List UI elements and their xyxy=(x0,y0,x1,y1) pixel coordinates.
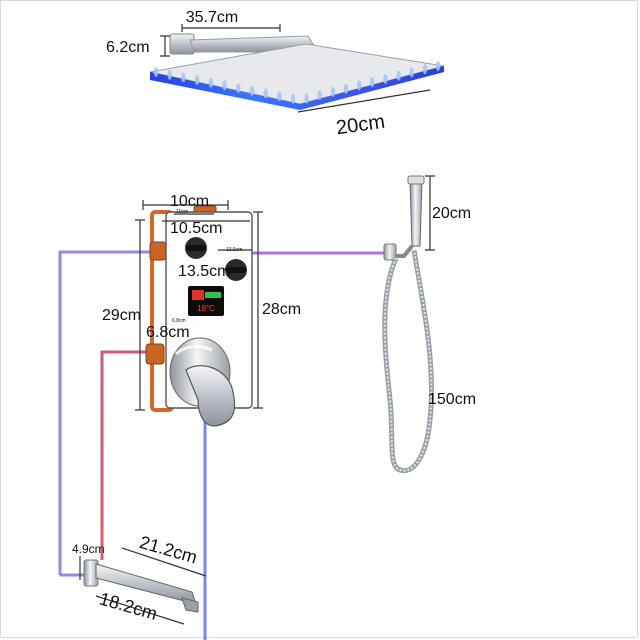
led-nozzle xyxy=(422,64,428,75)
dim-spout-length xyxy=(121,547,207,577)
handheld-shower xyxy=(382,175,434,474)
arm-wall-mount xyxy=(169,33,195,55)
handset[interactable] xyxy=(409,179,423,247)
led-nozzle xyxy=(343,83,349,94)
led-nozzle xyxy=(167,69,172,80)
label-spout-height: 4.9cm xyxy=(72,542,105,556)
label-arm-height: 6.2cm xyxy=(106,39,150,56)
label-spout-depth: 18.2cm xyxy=(97,589,159,624)
led-nozzle xyxy=(222,80,227,91)
label-head-depth: 20cm xyxy=(335,111,386,140)
dim-head-depth xyxy=(297,89,431,113)
label-hose-length: 150cm xyxy=(428,391,476,408)
label-handle-size: 6.8cm xyxy=(146,324,190,341)
led-nozzle xyxy=(356,80,362,91)
handheld-dimensions xyxy=(425,175,435,251)
label-box-width: 10cm xyxy=(170,193,209,210)
led-nozzle xyxy=(396,70,401,81)
led-nozzle xyxy=(330,86,336,97)
cold-pipe xyxy=(58,250,156,575)
led-nozzle xyxy=(249,85,255,96)
led-nozzle xyxy=(208,77,214,88)
led-nozzle xyxy=(290,93,296,104)
led-nozzle xyxy=(370,77,375,88)
copper-inlet-top xyxy=(149,241,167,261)
mixer-handle[interactable] xyxy=(169,337,236,427)
led-nozzle xyxy=(304,93,309,104)
head-dimensions xyxy=(160,24,431,113)
water-pipes xyxy=(58,95,386,640)
led-nozzle xyxy=(383,74,388,84)
led-face xyxy=(150,66,444,110)
copper-inlet-bottom xyxy=(145,343,165,365)
diverter-knob-bottom[interactable] xyxy=(225,259,247,281)
handheld-holder xyxy=(383,243,397,261)
tub-spout xyxy=(83,559,199,613)
label-tiny-top-right: 13.5cm xyxy=(226,247,242,253)
dim-spout-depth xyxy=(95,595,185,625)
label-tiny-top-left: 10cm xyxy=(176,209,188,215)
label-tiny-side: 6.8cm xyxy=(172,318,186,324)
valve-dimensions xyxy=(135,200,263,411)
valve-box: 19°C xyxy=(145,205,253,427)
label-spout-length: 21.2cm xyxy=(137,532,199,567)
hot-pipe xyxy=(100,350,150,560)
spout-dimensions xyxy=(79,547,207,625)
led-nozzle xyxy=(317,90,322,101)
shower-head xyxy=(149,33,445,110)
led-nozzle xyxy=(263,88,268,99)
display-temperature: 19°C xyxy=(197,304,215,313)
led-nozzle xyxy=(435,61,441,71)
label-valve-depth: 13.5cm xyxy=(178,263,230,280)
label-box-height: 29cm xyxy=(102,307,141,324)
led-nozzle xyxy=(153,67,159,77)
label-valve-width: 10.5cm xyxy=(170,220,222,237)
led-nozzle xyxy=(194,75,200,85)
led-nozzle xyxy=(181,72,186,83)
led-nozzle xyxy=(236,83,241,93)
label-valve-height: 28cm xyxy=(262,301,301,318)
label-head-width: 35.7cm xyxy=(186,9,238,26)
led-nozzle xyxy=(277,91,282,101)
diverter-knob-top[interactable] xyxy=(185,237,207,259)
led-nozzle xyxy=(409,67,414,78)
led-nozzles xyxy=(153,61,441,104)
label-handheld-length: 20cm xyxy=(432,205,471,222)
